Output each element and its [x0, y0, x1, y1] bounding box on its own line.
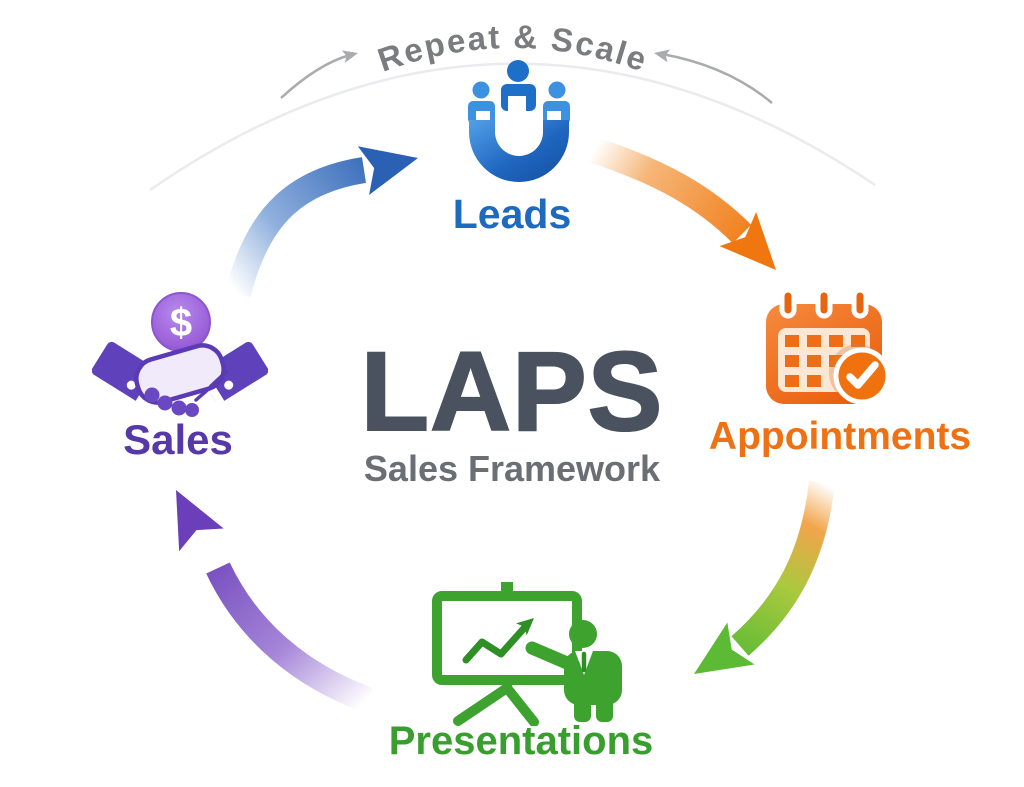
person-left-head [472, 81, 490, 99]
presenter [525, 620, 622, 722]
stage-label-presentations: Presentations [388, 719, 654, 763]
easel-leg-right [502, 683, 539, 726]
person-middle-icon [501, 60, 536, 111]
finger-lines [194, 370, 228, 402]
arrow-appointments-to-presentations-body [731, 480, 835, 656]
calendar-grid [785, 335, 865, 387]
knuckle [171, 400, 187, 416]
growth-chart-arrowhead [516, 618, 534, 636]
calendar-grid-cell [851, 335, 865, 347]
person-right-head [548, 81, 566, 99]
flipchart-board [432, 591, 582, 685]
presentation-easel-icon [432, 582, 622, 726]
arrow-presentations-to-sales-body [206, 562, 373, 713]
calendar-ring [815, 287, 833, 319]
calendar-rings [779, 287, 869, 319]
knuckle [157, 395, 173, 411]
presenter-arm [525, 641, 581, 673]
calendar-check-icon [766, 287, 891, 405]
repeat-arrow-left-line [280, 53, 351, 99]
repeat-arrow-right [654, 49, 773, 104]
person-middle-laptop [508, 96, 526, 111]
magnet-people-icon [468, 60, 570, 182]
knuckle [144, 387, 160, 403]
calendar-grid-cell [807, 335, 821, 347]
stage-label-appointments: Appointments [708, 415, 972, 458]
repeat-arrow-left [280, 50, 358, 99]
hands-shape [134, 343, 226, 405]
person-middle-head [507, 60, 529, 82]
repeat-arrow-right-head [654, 49, 670, 63]
cufflink-left [126, 380, 136, 390]
arrow-sales-to-leads [225, 146, 418, 298]
calendar-grid-cell [785, 355, 799, 367]
person-left-icon [468, 81, 495, 124]
calendar-grid-cell [785, 375, 799, 387]
arrow-sales-to-leads-head [357, 146, 418, 195]
arrow-presentations-to-sales-head [176, 490, 224, 552]
dollar-sign: $ [170, 301, 192, 345]
calendar-grid-cell [807, 355, 821, 367]
arrow-appointments-to-presentations [694, 480, 835, 674]
repeat-arrow-left-head [341, 50, 358, 63]
arrow-presentations-to-sales [176, 490, 373, 713]
calendar-ring [851, 287, 869, 319]
finger-line [209, 370, 228, 388]
center-acronym: LAPS [360, 329, 664, 454]
arrow-leads-to-appointments [589, 137, 776, 270]
presenter-leg [596, 698, 613, 722]
arrow-appointments-to-presentations-head [694, 622, 755, 674]
magnet-shape [469, 120, 569, 182]
easel-leg-left [453, 683, 512, 726]
calendar-grid-cell [807, 375, 821, 387]
sleeve-right-cuff [199, 341, 268, 404]
clasped-hands [134, 343, 226, 405]
cufflink-right [224, 380, 234, 390]
stage-label-sales: Sales [123, 416, 233, 463]
center-subtitle: Sales Framework [363, 448, 661, 489]
interlocked-fingers [144, 387, 199, 417]
checkmark-icon [846, 361, 879, 389]
arrow-leads-to-appointments-head [719, 211, 776, 270]
knuckle [185, 403, 199, 417]
arrow-sales-to-leads-body [225, 157, 367, 298]
person-right-icon [543, 81, 570, 124]
stage-label-leads: Leads [452, 191, 572, 237]
growth-chart-line [462, 622, 530, 664]
repeat-arrow-right-line [661, 52, 773, 104]
calendar-grid-cell [829, 335, 843, 347]
calendar-grid-cell [785, 335, 799, 347]
presenter-head [569, 620, 597, 648]
presenter-leg [574, 698, 591, 722]
calendar-ring [779, 287, 797, 319]
arrow-leads-to-appointments-body [589, 137, 752, 244]
handshake-dollar-icon: $ [92, 292, 268, 417]
